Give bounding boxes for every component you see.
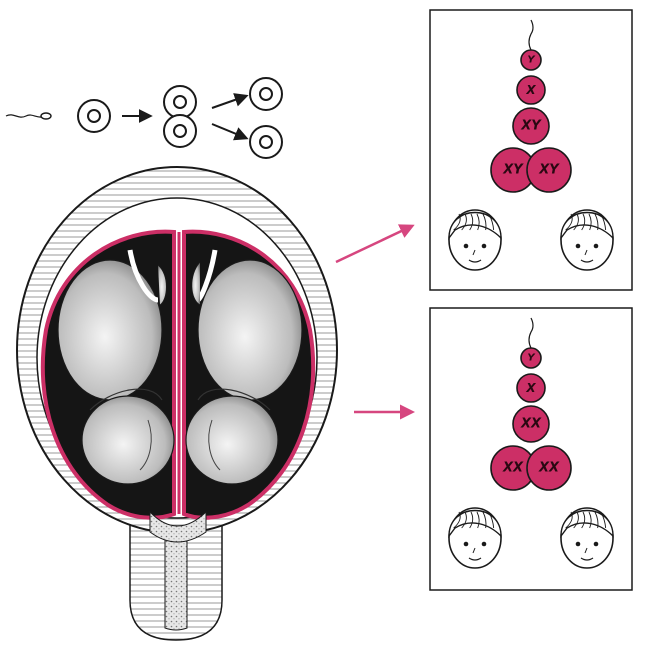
child-face-icon: [448, 507, 502, 569]
child-face-icon: [560, 209, 614, 271]
separated-cell-a-icon: [249, 77, 283, 111]
chromosome-cell-sperm: [520, 49, 542, 71]
arrow-to-cell-b: [211, 123, 249, 141]
chromosome-cell-cell-right: [526, 147, 572, 193]
uterus-illustration: [16, 166, 338, 641]
cleavage-sequence: [5, 77, 283, 159]
separated-cell-b-icon: [249, 125, 283, 159]
chromosome-label-egg: X: [525, 83, 536, 97]
child-face-icon: [448, 209, 502, 271]
chromosome-cell-zygote: [512, 405, 550, 443]
chromosome-label-cell-left: XY: [502, 163, 524, 178]
chromosome-label-egg: X: [525, 381, 536, 395]
chromosome-label-cell-right: XY: [538, 163, 560, 178]
arrow-to-cell-a: [211, 93, 249, 109]
chromosome-label-cell-left: XX: [502, 461, 524, 476]
panel-boys: Y X XY XY XY: [429, 9, 633, 291]
chromosome-label-cell-right: XX: [538, 461, 560, 476]
chromosome-cell-egg: [516, 75, 546, 105]
sperm-tail: [528, 317, 534, 349]
fetus-icon: [185, 249, 303, 485]
chromosome-label-zygote: XY: [520, 119, 542, 134]
arrow-to-boys-panel: [335, 224, 415, 264]
dividing-cell-icon: [163, 85, 197, 148]
chromosome-cell-sperm: [520, 347, 542, 369]
zygote-cell-icon: [77, 99, 111, 133]
child-face-icon: [560, 507, 614, 569]
fetus-icon: [57, 249, 175, 485]
chromosome-cell-zygote: [512, 107, 550, 145]
chromosome-cell-cell-right: [526, 445, 572, 491]
sperm-icon: [5, 112, 52, 120]
chromosome-label-sperm: Y: [527, 353, 536, 364]
sperm-tail: [528, 19, 534, 51]
chromosome-label-sperm: Y: [527, 55, 536, 66]
chromosome-label-zygote: XX: [520, 417, 542, 432]
chromosome-cell-egg: [516, 373, 546, 403]
